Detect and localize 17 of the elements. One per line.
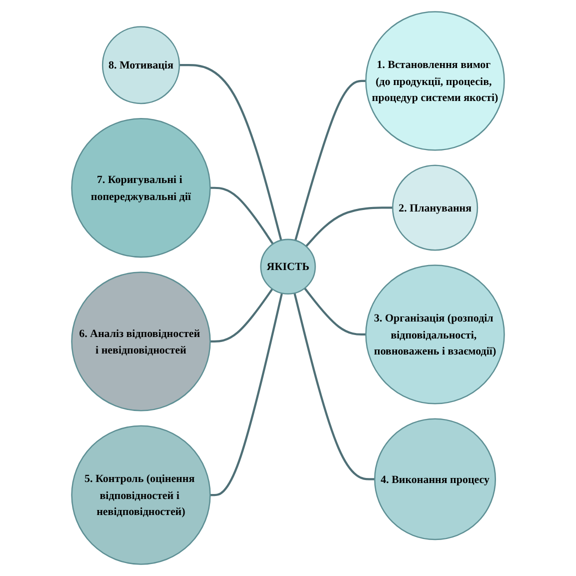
connector [210,186,274,245]
connector [210,288,274,342]
node-circle: 3. Організація (розподіл відповідальності, повноважень і взаємодії) [365,264,505,404]
connector [304,288,366,336]
node-circle: 6. Аналіз відповідностей і невідповідностей [71,272,211,412]
connector [179,64,282,241]
node-circle: ЯКІСТЬ [260,238,316,295]
connector [294,292,375,480]
node-circle: 2. Планування [392,164,478,251]
connector [210,292,283,496]
node-circle: 1. Встановлення вимог (до продукції, процесів, процедур системи якості) [365,11,505,151]
node-circle: 8. Мотивація [102,26,180,104]
connector [305,206,393,248]
node-circle: 7. Коригувальні і попереджувальні дії [71,118,211,258]
node-circle: 4. Виконання процесу [374,418,496,540]
connector [294,80,366,241]
node-circle: 5. Контроль (оцінення відповідностей і невідповідностей) [71,425,211,565]
